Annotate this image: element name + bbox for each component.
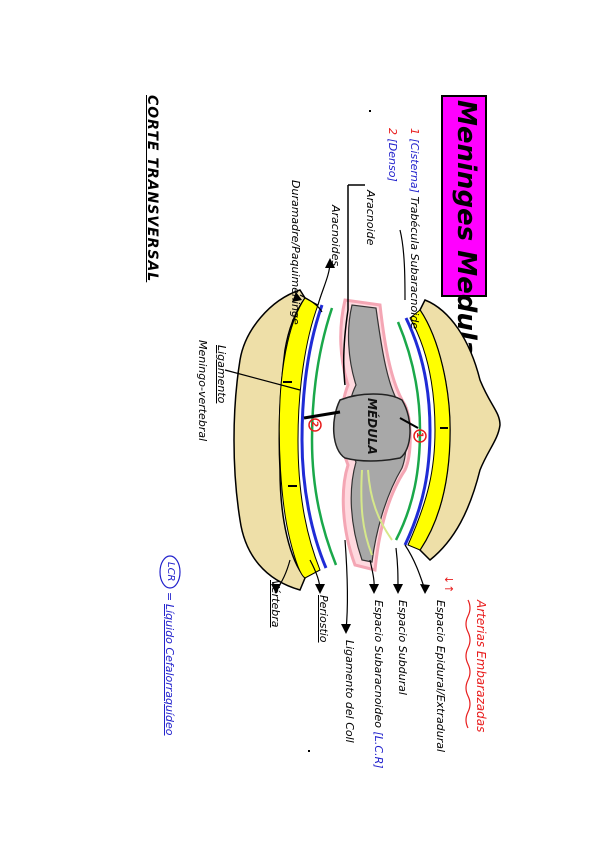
label-subdural: Espacio Subdural [396,600,409,695]
label-subaracnoideo: Espacio Subaracnoideo [L.C.R] [372,600,385,769]
label-ligamento-coll: Ligamento del Coll [343,640,356,743]
label-aracnoides: Aracnoides [329,205,342,267]
label-trabecula: Trabécula Subaracnoide [408,196,421,330]
ligament-leader [224,369,301,391]
arrow-head [292,292,302,302]
label-cisterna: 1 [Cisterna] Trabécula Subaracnoide [408,128,421,329]
leader-line [317,261,331,306]
nerve-root-1 [367,469,393,541]
legend-abbr: LCR [165,562,176,582]
legend-meaning: Líquido Cefalorraquídeo [163,604,176,736]
ligament-line-2 [399,417,419,429]
arrow-head [369,584,379,594]
marker-two: 2 [309,421,319,428]
arrow-head [315,584,325,594]
label-ligamento: Ligamento [215,345,228,404]
leader-line [344,539,348,631]
arrow-head [325,258,335,268]
label-vertebra: Vértebra [269,580,282,628]
label-cisterna-text: [Cisterna] [408,138,421,193]
ligament-line [303,410,341,420]
legend-eq: = [163,592,176,602]
title-box [441,95,487,297]
label-aracnoide: Aracnoide [364,190,377,246]
label-denso: 2 [Denso] [386,128,399,182]
label-denso-marker: 2 [386,128,399,135]
leader-line [399,229,406,301]
label-vessels-mark: ↓↑ [442,575,455,594]
dura-left [300,304,328,569]
label-cisterna-marker: 1 [408,128,421,135]
marker-one-circle [413,429,427,443]
label-epidural: Espacio Epidural/Extradural [434,600,447,753]
legend-circle [159,555,181,589]
label-denso-text: [Denso] [386,138,399,182]
leader-line [343,185,349,386]
leader-line [299,294,323,313]
vessels-wavy-line [465,599,471,729]
label-subaracnoideo-text: Espacio Subaracnoideo [372,600,385,728]
arrow-head [393,584,403,594]
ink-dot [308,750,310,752]
center-label: MÉDULA [365,398,379,455]
nerve-root-2 [360,469,373,556]
epidural-fat-left [278,297,321,579]
label-meningo-vertebral: Meningo-vertebral [196,340,209,442]
arrow-head [420,584,430,594]
label-subaracnoideo-tag: [L.C.R] [372,731,385,769]
arrow-head [271,584,281,594]
label-vessels: Arterias Embarazadas [474,600,488,733]
epidural-fat-right [407,309,451,551]
arachnoid-left [310,307,338,566]
label-duramadre: Duramadre/Paquimeninge [289,180,302,325]
label-periostio: Periostio [317,595,330,643]
leader-line [395,547,399,591]
medulla-body [332,393,411,462]
ink-dot [369,110,371,112]
arrow-head [341,624,351,634]
marker-one: 1 [414,432,424,439]
dura-right [403,317,432,546]
marker-two-circle [308,418,322,432]
